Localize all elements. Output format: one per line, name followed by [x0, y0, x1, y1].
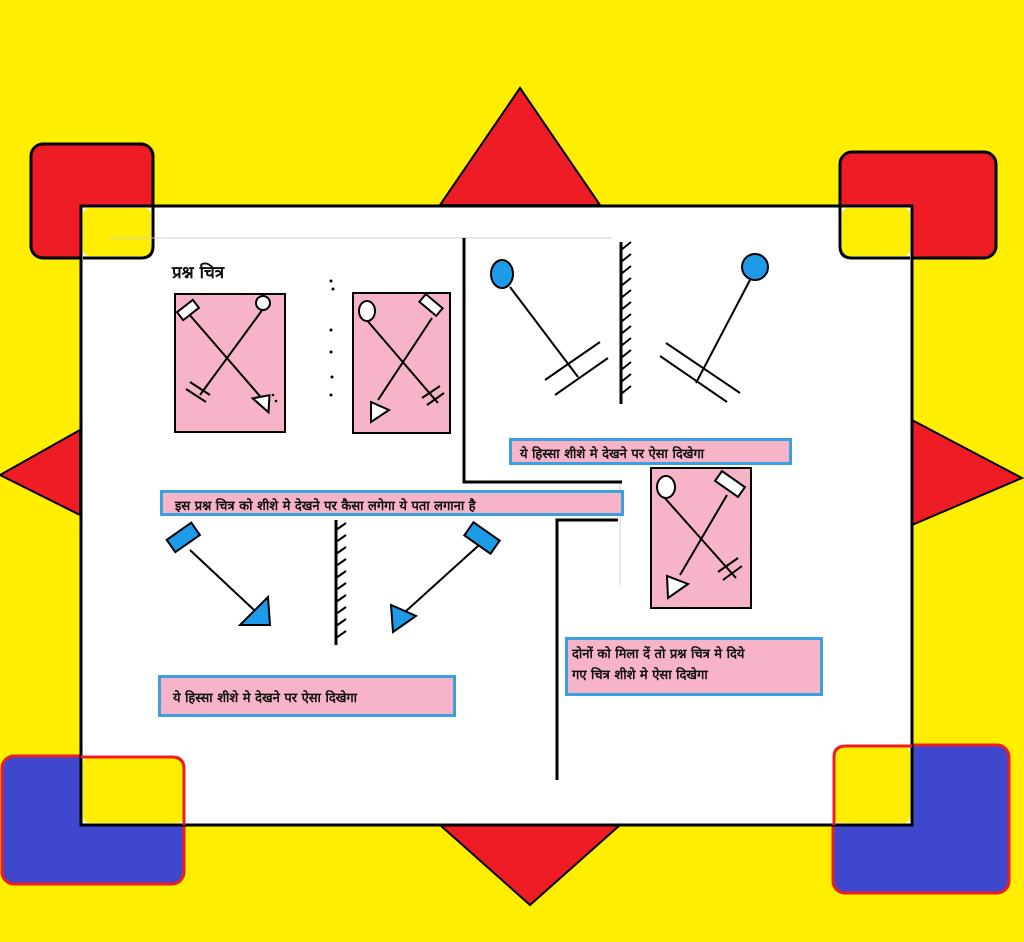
part2-mirror-label: ये हिस्सा शीशे मे देखने पर ऐसा दिखेगा [158, 675, 456, 717]
divider-lower [555, 518, 618, 780]
combined-result-line1: दोनों को मिला दें तो प्रश्न चित्र मे दिय… [572, 647, 745, 662]
page-title: प्रश्न चित्र [172, 263, 225, 283]
mirror-demo-balloon [490, 241, 769, 404]
decor-triangle-right [911, 418, 1024, 527]
part1-mirror-label: ये हिस्सा शीशे मे देखने पर ऐसा दिखेगा [509, 438, 792, 465]
combined-result-card [650, 467, 752, 609]
divider-upper [462, 238, 622, 484]
mirror-demo-arrow [165, 520, 502, 645]
decor-triangle-left [0, 428, 81, 517]
decor-triangle-top [438, 86, 602, 206]
combined-result-line2: गए चित्र शीशे मे ऐसा दिखेगा [572, 668, 708, 683]
combined-result-label: दोनों को मिला दें तो प्रश्न चित्र मे दिय… [565, 637, 823, 696]
answer-figure-card [352, 292, 451, 434]
question-label: इस प्रश्न चित्र को शीशे मे देखने पर कैसा… [160, 490, 624, 516]
corner-overlaps [81, 204, 912, 825]
dotted-separator [329, 279, 335, 397]
decor-triangle-bottom [437, 824, 623, 907]
question-figure-card [174, 293, 286, 433]
